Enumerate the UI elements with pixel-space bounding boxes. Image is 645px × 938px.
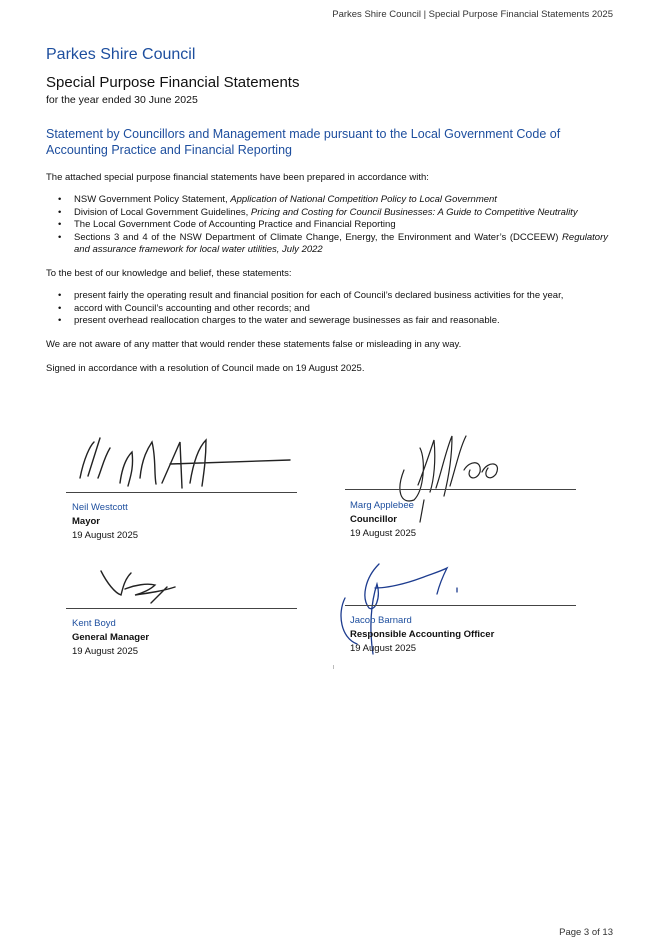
rao-signature — [340, 563, 458, 655]
signed-resolution: Signed in accordance with a resolution o… — [46, 363, 365, 374]
item-italic: Application of National Competition Poli… — [230, 194, 497, 205]
mayor-role: Mayor — [72, 516, 100, 527]
councillor-signature-line — [345, 489, 576, 490]
document-subtitle: for the year ended 30 June 2025 — [46, 94, 198, 106]
councillor-signature — [399, 435, 498, 523]
not-aware-paragraph: We are not aware of any matter that woul… — [46, 339, 462, 350]
councillor-role: Councillor — [350, 514, 397, 525]
mayor-signature — [79, 437, 291, 489]
list-item: •present overhead reallocation charges t… — [58, 315, 500, 326]
rao-name: Jacob Barnard — [350, 615, 412, 626]
item-text: accord with Council’s accounting and oth… — [74, 302, 310, 314]
list-item: •present fairly the operating result and… — [58, 290, 564, 301]
belief-list: •present fairly the operating result and… — [58, 290, 608, 328]
list-item: •accord with Council’s accounting and ot… — [58, 302, 310, 314]
item-text: NSW Government Policy Statement, — [74, 194, 231, 205]
item-text: The Local Government Code of Accounting … — [74, 219, 396, 230]
general-manager-name: Kent Boyd — [72, 618, 116, 629]
accordance-list: •NSW Government Policy Statement, Applic… — [58, 194, 608, 257]
list-item: •Division of Local Government Guidelines… — [58, 206, 578, 218]
general-manager-signature-line — [66, 608, 297, 609]
item-text: present fairly the operating result and … — [74, 290, 564, 301]
rao-role: Responsible Accounting Officer — [350, 629, 495, 640]
item-text: Sections 3 and 4 of the NSW Department o… — [74, 231, 563, 243]
list-item: •Sections 3 and 4 of the NSW Department … — [58, 231, 608, 256]
mayor-name: Neil Westcott — [72, 502, 128, 513]
document-title: Special Purpose Financial Statements — [46, 74, 300, 91]
councillor-date: 19 August 2025 — [350, 528, 417, 539]
item-text: Division of Local Government Guidelines, — [74, 206, 251, 218]
general-manager-date: 19 August 2025 — [72, 646, 139, 657]
general-manager-signature — [100, 570, 176, 604]
general-manager-role: General Manager — [72, 632, 150, 643]
mayor-date: 19 August 2025 — [72, 530, 139, 541]
mayor-signature-line — [66, 492, 297, 493]
item-text: present overhead reallocation charges to… — [74, 315, 500, 326]
statement-heading: Statement by Councillors and Management … — [46, 127, 561, 157]
belief-intro: To the best of our knowledge and belief,… — [46, 268, 292, 279]
item-italic: Regulatory and assurance framework for l… — [74, 231, 608, 256]
rao-signature-line — [345, 605, 576, 606]
intro-paragraph: The attached special purpose financial s… — [46, 172, 429, 183]
running-header: Parkes Shire Council | Special Purpose F… — [332, 9, 613, 20]
list-item: •The Local Government Code of Accounting… — [58, 219, 396, 230]
list-item: •NSW Government Policy Statement, Applic… — [58, 194, 497, 205]
scan-mark — [333, 665, 334, 669]
rao-date: 19 August 2025 — [350, 643, 417, 654]
council-name: Parkes Shire Council — [46, 46, 196, 63]
page-number: Page 3 of 13 — [559, 927, 613, 938]
councillor-name: Marg Applebee — [350, 500, 414, 511]
item-italic: Pricing and Costing for Council Business… — [250, 206, 578, 218]
